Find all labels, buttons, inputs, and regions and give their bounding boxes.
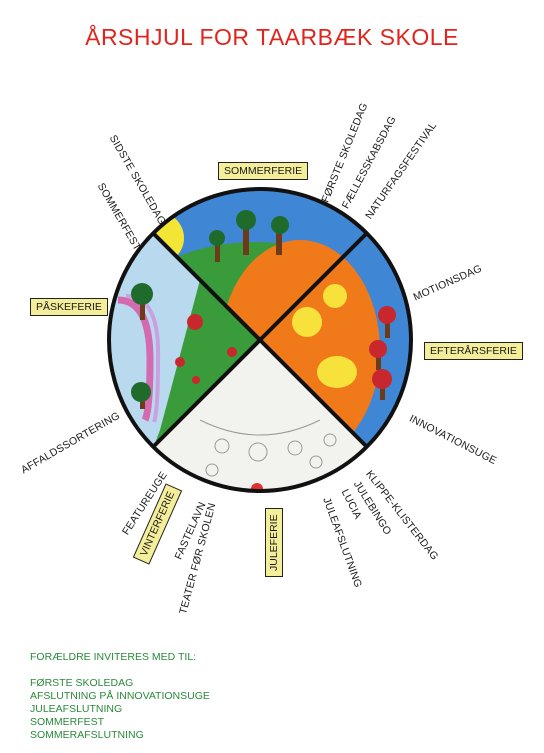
footer-item: SOMMERFEST	[30, 716, 105, 728]
wheel-rim	[107, 187, 413, 493]
autumn-sun-1	[292, 307, 322, 337]
season-paskeferie: PÅSKEFERIE	[30, 298, 108, 316]
season-efterarsferie: EFTERÅRSFERIE	[424, 342, 523, 360]
season-juleferie: JULEFERIE	[265, 508, 283, 577]
season-sommerferie: SOMMERFERIE	[218, 162, 309, 180]
autumn-sun-3	[317, 356, 357, 388]
footer-invitations: FORÆLDRE INVITERES MED TIL: FØRSTE SKOLE…	[30, 651, 210, 742]
footer-item: AFSLUTNING PÅ INNOVATIONSUGE	[30, 690, 210, 702]
footer-item: FØRSTE SKOLEDAG	[30, 677, 134, 689]
rainbow	[117, 296, 154, 422]
autumn-sun-2	[323, 284, 347, 308]
footer-heading: FORÆLDRE INVITERES MED TIL:	[30, 651, 197, 663]
footer-item: JULEAFSLUTNING	[30, 703, 123, 715]
page-title: ÅRSHJUL FOR TAARBÆK SKOLE	[85, 24, 459, 50]
winter-sector	[154, 340, 366, 490]
footer-item: SOMMERAFSLUTNING	[30, 729, 144, 741]
